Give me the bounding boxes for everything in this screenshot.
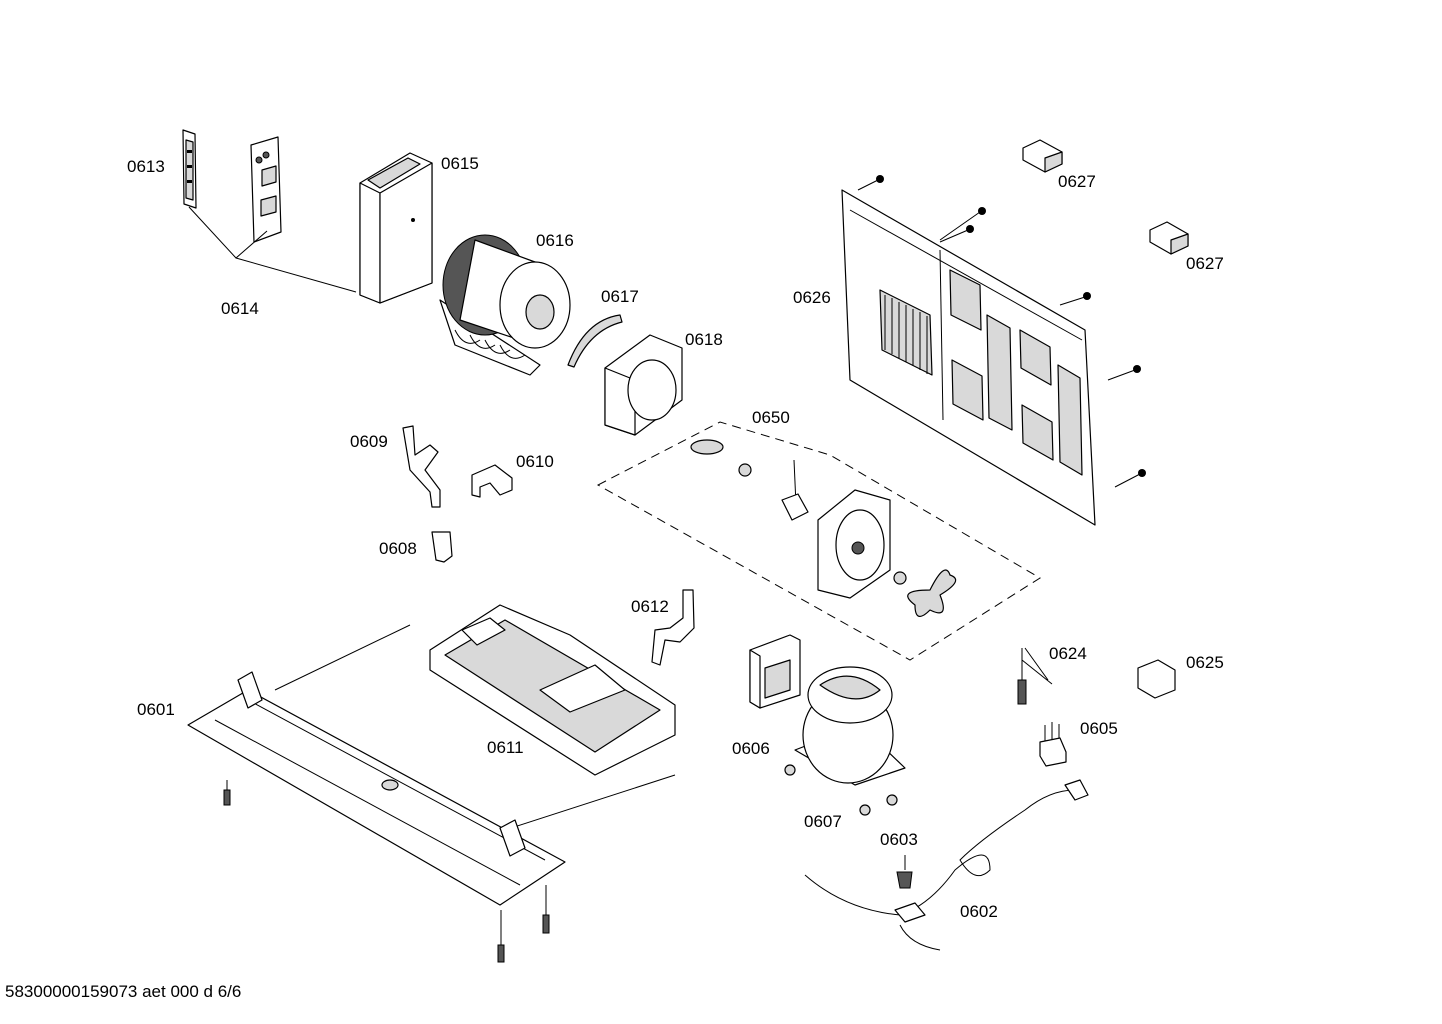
part-0617-ring: [567, 314, 623, 368]
part-0608-grommet: [431, 531, 453, 563]
part-0605-starter: [1039, 722, 1067, 767]
part-0602-power-cable: [804, 779, 1089, 951]
label-0617: 0617: [601, 287, 639, 306]
part-0625-relay: [1137, 659, 1176, 699]
document-footer-code: 58300000159073 aet 000 d 6/6: [5, 982, 242, 1001]
label-0601: 0601: [137, 700, 175, 719]
group-outline-0650: [596, 421, 1041, 661]
label-0610: 0610: [516, 452, 554, 471]
part-0616-evaporator: [439, 234, 571, 376]
part-0627-block-b: [1149, 221, 1189, 255]
part-0609-pipe: [402, 425, 441, 508]
label-0650: 0650: [752, 408, 790, 427]
label-0605: 0605: [1080, 719, 1118, 738]
part-0614-electronic-board: [250, 136, 282, 243]
label-0614: 0614: [221, 299, 259, 318]
label-0611: 0611: [487, 738, 524, 757]
label-0627-upper: 0627: [1058, 172, 1096, 191]
part-0615-control-housing: [359, 152, 433, 304]
label-0618: 0618: [685, 330, 723, 349]
leader-line-0614: [188, 206, 357, 293]
label-0625: 0625: [1186, 653, 1224, 672]
part-0650-fan-assembly: [690, 439, 957, 617]
label-0609: 0609: [350, 432, 388, 451]
screws-0626: [857, 175, 1146, 488]
label-0602: 0602: [960, 902, 998, 921]
part-0610-bracket: [471, 464, 513, 498]
part-0624-sensor: [1017, 647, 1053, 705]
part-0603-screw: [896, 855, 913, 889]
label-0613: 0613: [127, 157, 165, 176]
label-0627-lower: 0627: [1186, 254, 1224, 273]
part-0611-drip-tray: [429, 604, 676, 776]
part-0618-fan-shroud: [604, 334, 683, 436]
part-0626-back-panel: [841, 189, 1096, 526]
part-0612-pipe: [651, 589, 695, 666]
label-0607: 0607: [804, 812, 842, 831]
label-0608: 0608: [379, 539, 417, 558]
part-0627-block-a: [1022, 139, 1063, 173]
screws-0601: [223, 780, 550, 963]
label-0615: 0615: [441, 154, 479, 173]
part-0607-compressor: [784, 666, 906, 816]
label-0626: 0626: [793, 288, 831, 307]
label-0616: 0616: [536, 231, 574, 250]
label-0603: 0603: [880, 830, 918, 849]
label-0612: 0612: [631, 597, 669, 616]
part-0601-base-frame: [187, 624, 676, 906]
label-0624: 0624: [1049, 644, 1087, 663]
part-0613-control-strip: [182, 129, 197, 209]
part-0606-relay-box: [749, 634, 801, 709]
label-0606: 0606: [732, 739, 770, 758]
